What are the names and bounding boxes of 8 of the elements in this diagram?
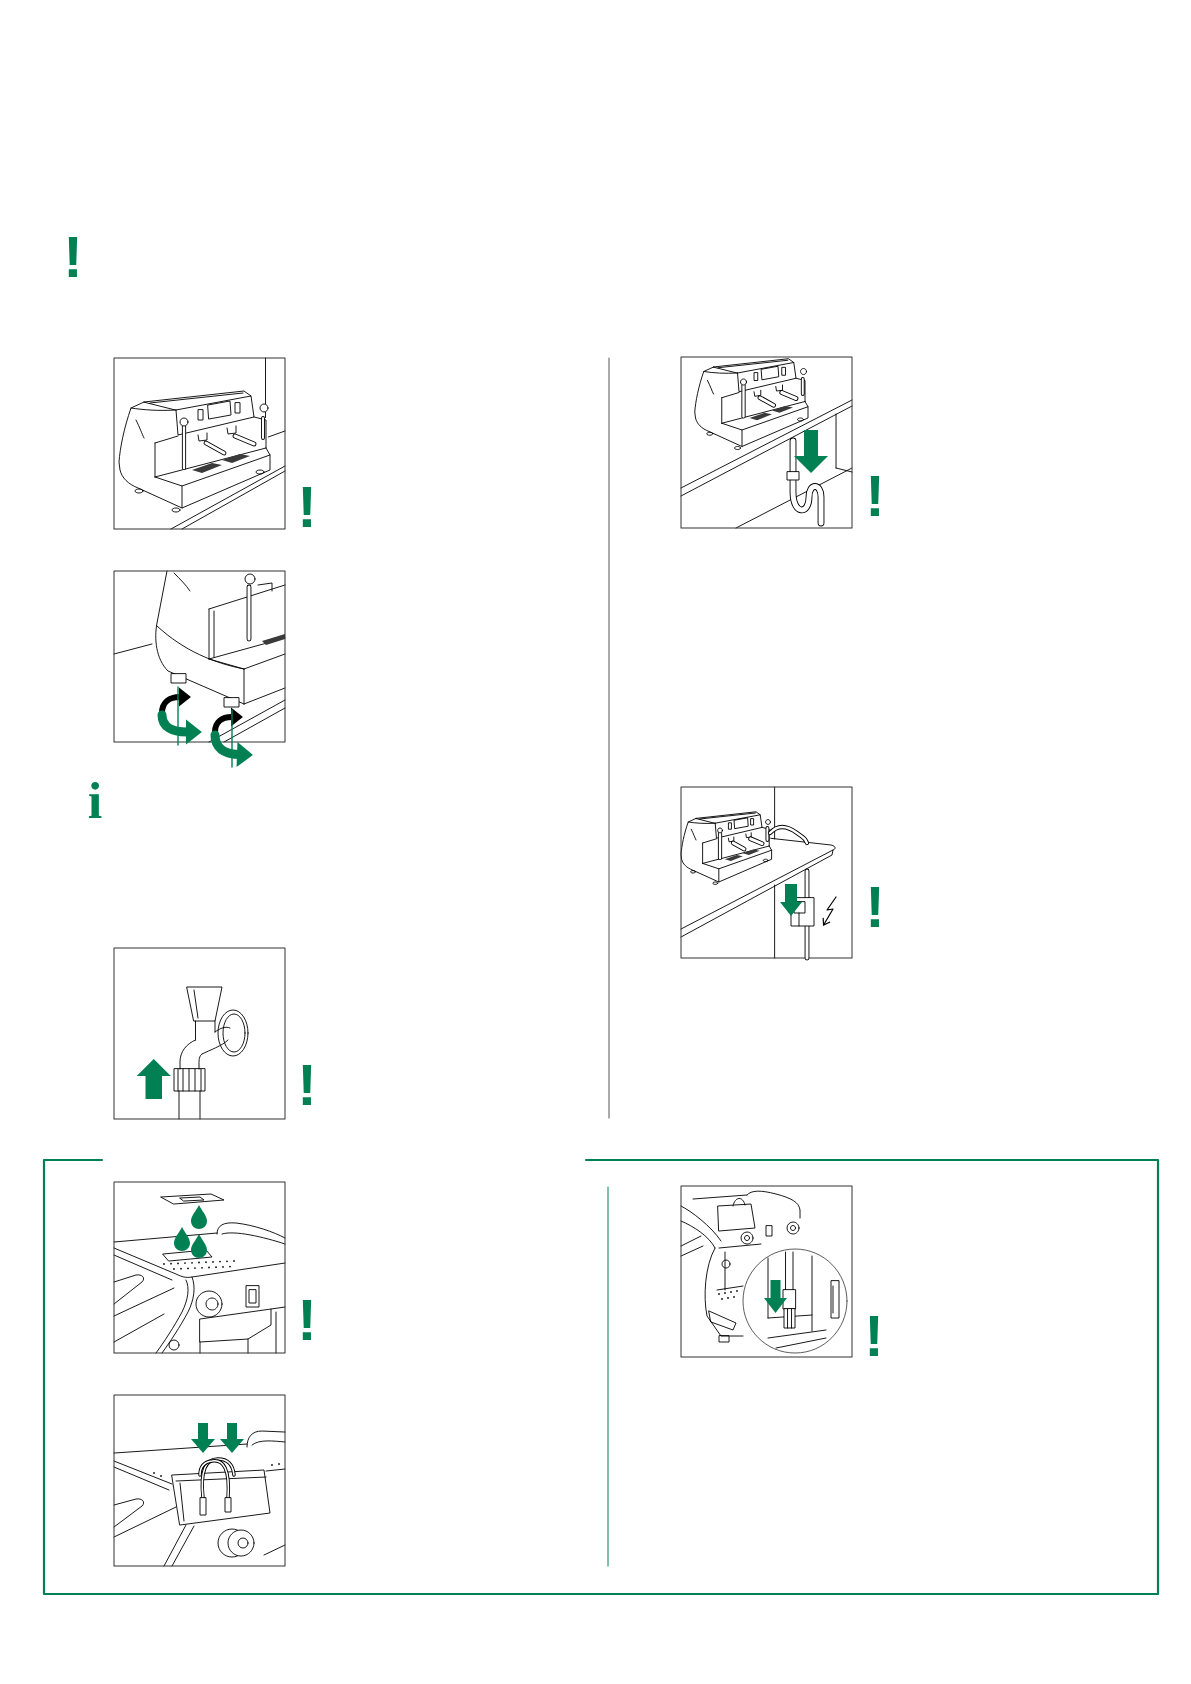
warning-symbol: ! (302, 1065, 312, 1105)
warning-symbol: ! (869, 1316, 879, 1356)
warning-symbol: ! (68, 237, 78, 277)
warning-symbol: ! (870, 476, 880, 516)
warning-symbol: ! (302, 487, 312, 527)
info-symbol: i (88, 781, 102, 818)
warning-symbol: ! (870, 887, 880, 927)
warning-symbol: ! (302, 1300, 312, 1340)
